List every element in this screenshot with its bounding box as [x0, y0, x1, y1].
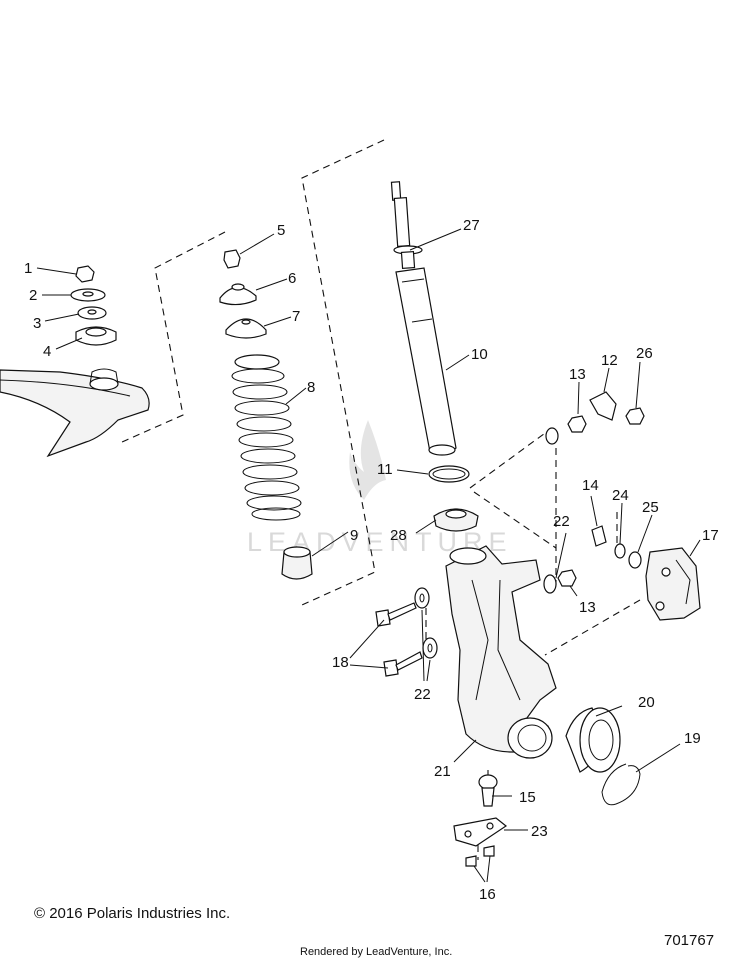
callout-18: 18: [332, 654, 349, 671]
frame-bracket: [0, 368, 150, 458]
washer-part-22-b: [422, 637, 438, 659]
nut-part-1: [75, 265, 95, 283]
diagram-number: 701767: [664, 932, 715, 949]
callout-9: 9: [350, 527, 358, 544]
washer-part-22-c: [545, 427, 559, 445]
washer-part-24: [614, 543, 626, 559]
washer-part-22-a: [414, 587, 430, 609]
callout-16: 16: [479, 886, 496, 903]
callout-28: 28: [390, 527, 407, 544]
knuckle-part-21: [445, 545, 557, 759]
callout-3: 3: [33, 315, 41, 332]
callout-27: 27: [463, 217, 480, 234]
coil-spring-part-8: [231, 354, 302, 521]
screw-part-16-b: [483, 845, 495, 857]
shock-strut-part-10: [390, 181, 457, 456]
callout-1: 1: [24, 260, 32, 277]
callout-25: 25: [642, 499, 659, 516]
callout-23: 23: [531, 823, 548, 840]
screw-part-16-a: [465, 855, 477, 867]
callout-20: 20: [638, 694, 655, 711]
callout-5: 5: [277, 222, 285, 239]
insulator-part-28: [433, 508, 479, 532]
callout-15: 15: [519, 789, 536, 806]
ball-joint-part-15: [478, 774, 498, 807]
bearing-part-20: [565, 707, 621, 773]
bump-stop-part-9: [281, 546, 313, 580]
callout-2: 2: [29, 287, 37, 304]
snap-ring-part-19: [601, 763, 641, 806]
clip-part-12: [589, 391, 617, 421]
callout-24: 24: [612, 487, 629, 504]
leader-lines: [36, 228, 701, 883]
nut-part-26: [625, 407, 645, 425]
washer-part-3: [77, 306, 107, 320]
assembly-line-28: [473, 491, 557, 549]
rendered-by-notice: Rendered by LeadVenture, Inc.: [300, 946, 453, 958]
assembly-line-upper-mount: [121, 231, 226, 443]
callout-12: 12: [601, 352, 618, 369]
bracket-part-17: [645, 547, 701, 621]
nut-part-13-upper: [567, 415, 587, 433]
callout-26: 26: [636, 345, 653, 362]
copyright-notice: © 2016 Polaris Industries Inc.: [34, 905, 231, 922]
mount-part-6: [219, 283, 257, 306]
callout-7: 7: [292, 308, 300, 325]
nut-part-13-lower: [557, 569, 577, 587]
watermark: LEADVENTURE: [247, 420, 507, 557]
bolt-part-14: [591, 525, 607, 547]
assembly-line-strut: [301, 139, 385, 606]
callout-19: 19: [684, 730, 701, 747]
callout-21: 21: [434, 763, 451, 780]
callout-6: 6: [288, 270, 296, 287]
callout-17: 17: [702, 527, 719, 544]
washer-part-2: [70, 288, 106, 302]
callout-4: 4: [43, 343, 51, 360]
bushing-part-4: [75, 326, 117, 346]
callout-22-upper: 22: [553, 513, 570, 530]
callout-13-upper: 13: [569, 366, 586, 383]
callout-13-lower: 13: [579, 599, 596, 616]
plate-part-23: [453, 817, 508, 847]
washer-part-25: [628, 551, 642, 569]
spring-seat-part-7: [225, 318, 267, 339]
assembly-line-17: [544, 599, 641, 656]
callout-22-lower: 22: [414, 686, 431, 703]
callout-labels: 1 2 3 4 5 6 7 8 9 10 11 12 13 13 14 15 1…: [24, 217, 719, 903]
nut-part-5: [223, 249, 241, 269]
bolt-part-18-lower: [383, 651, 423, 677]
callout-10: 10: [471, 346, 488, 363]
callout-8: 8: [307, 379, 315, 396]
bolt-part-18-upper: [375, 602, 417, 627]
callout-11: 11: [377, 461, 393, 478]
ring-part-11: [428, 465, 470, 483]
callout-14: 14: [582, 477, 599, 494]
assembly-line-13: [469, 427, 553, 489]
washer-part-22-d: [543, 574, 557, 594]
